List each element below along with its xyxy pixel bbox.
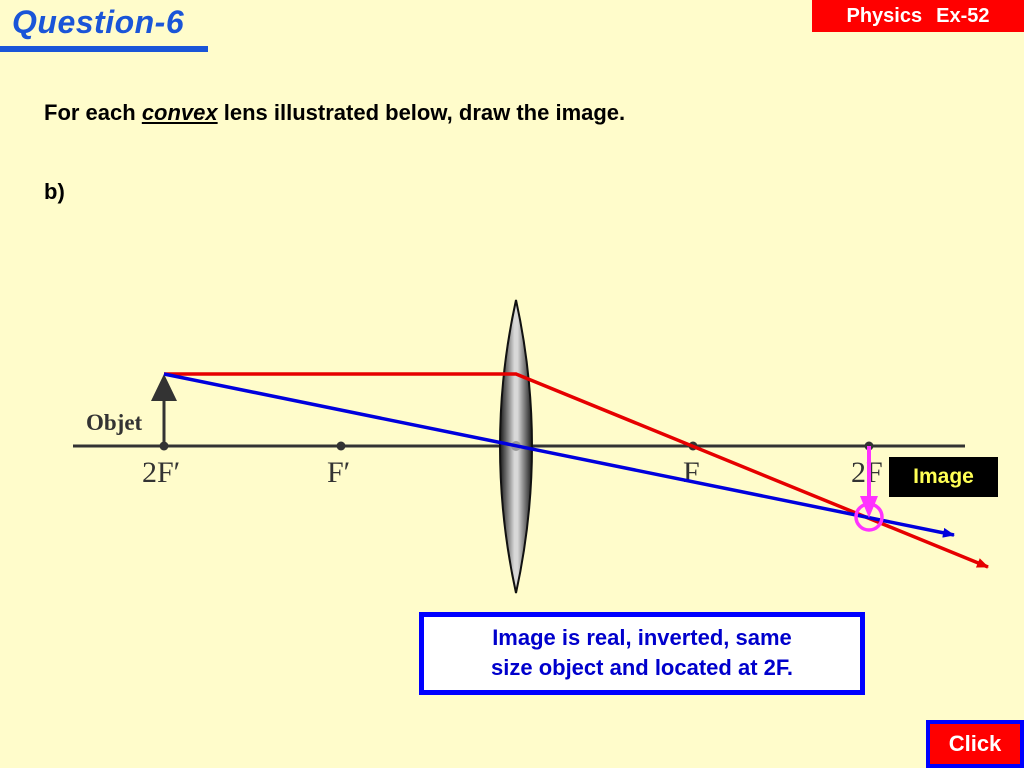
instruction-text: For each convex lens illustrated below, … <box>44 100 625 126</box>
part-label: b) <box>44 179 65 204</box>
answer-box: Image is real, inverted, same size objec… <box>419 612 865 695</box>
image-tag: Image <box>889 457 998 497</box>
image-arrow-head <box>860 496 878 518</box>
center-ray <box>163 372 955 538</box>
object-label: Objet <box>86 410 143 435</box>
instruction-before: For each <box>44 100 142 125</box>
object-arrow-head <box>151 374 177 401</box>
label-f-prime: F′ <box>327 456 350 489</box>
intersection-circle <box>854 502 884 532</box>
answer-line-2: size object and located at 2F. <box>491 655 793 680</box>
question-title: Question-6 <box>12 4 185 40</box>
label-2f-prime: 2F′ <box>142 456 180 489</box>
instruction-after: lens illustrated below, draw the image. <box>217 100 626 125</box>
point-f-prime <box>336 441 346 451</box>
exercise-tag: Physics Ex-52 <box>812 0 1024 32</box>
answer-line-1: Image is real, inverted, same <box>492 625 792 650</box>
label-2f: 2F <box>851 456 883 489</box>
instruction-emphasis: convex <box>141 100 218 125</box>
parallel-ray <box>164 372 989 569</box>
exercise-label: Ex-52 <box>936 4 990 27</box>
subject-label: Physics <box>846 4 923 27</box>
click-button[interactable]: Click <box>926 720 1024 768</box>
title-underline <box>0 46 208 52</box>
